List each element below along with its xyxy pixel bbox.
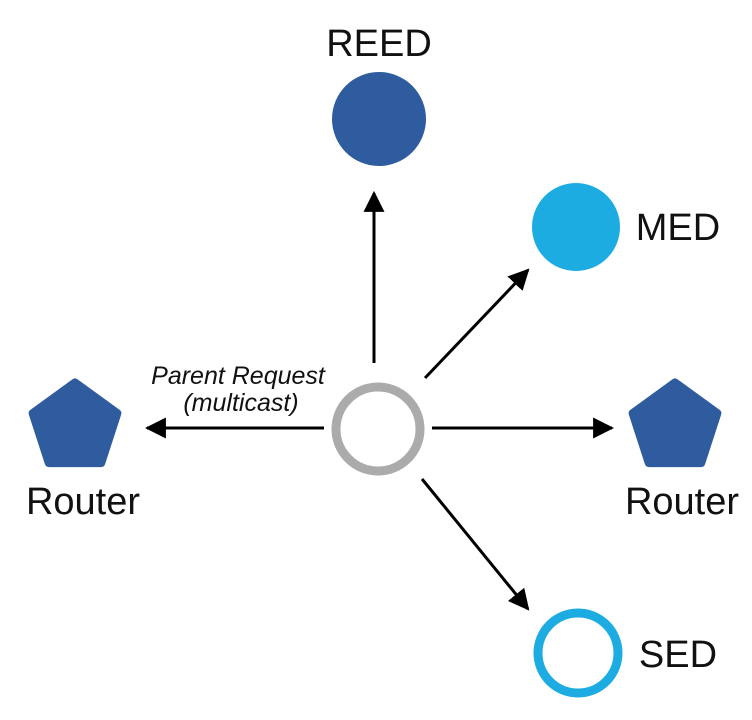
arrow-to-sed: [420, 478, 530, 611]
reed-label: REED: [326, 23, 432, 65]
annotation-line1: Parent Request: [151, 362, 326, 390]
router-left-node: [33, 383, 117, 463]
med-node: [532, 183, 620, 271]
router-right-node: [633, 383, 717, 463]
center-parent-node: [331, 382, 425, 476]
multicast-arrows: [144, 190, 615, 611]
labels: REED MED Router SED Router Parent Reques…: [26, 23, 739, 676]
router-right-label: Router: [625, 481, 739, 523]
annotation-line2: (multicast): [183, 389, 298, 417]
sed-label: SED: [639, 634, 717, 676]
router-left-label: Router: [26, 481, 140, 523]
reed-node: [332, 72, 426, 166]
arrow-to-med: [423, 268, 530, 380]
sed-node: [533, 608, 623, 698]
med-label: MED: [636, 207, 720, 249]
nodes: [33, 72, 717, 698]
